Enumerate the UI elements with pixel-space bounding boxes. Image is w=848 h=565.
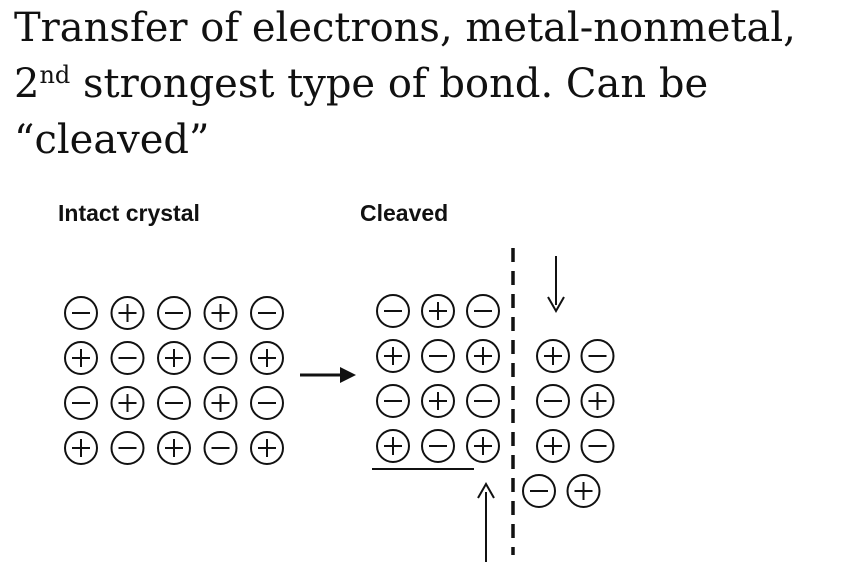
intact-crystal-label: Intact crystal xyxy=(58,200,200,226)
cleaved-right-grid xyxy=(522,339,615,508)
cation-ion xyxy=(466,339,500,373)
heading-line-1: Transfer of electrons, metal-nonmetal, xyxy=(14,5,796,51)
anion-ion xyxy=(536,384,570,418)
cation-ion xyxy=(536,429,570,463)
heading-line-3: “cleaved” xyxy=(14,117,210,163)
anion-ion xyxy=(522,474,556,508)
anion-ion xyxy=(203,341,238,375)
transform-arrow xyxy=(300,367,356,383)
cation-ion xyxy=(157,341,191,375)
top-force-arrow xyxy=(547,256,565,314)
cation-ion xyxy=(250,341,284,375)
anion-ion xyxy=(580,339,615,373)
anion-ion xyxy=(466,294,500,328)
cation-ion xyxy=(157,431,191,465)
cation-ion xyxy=(250,431,284,465)
cation-ion xyxy=(536,339,570,373)
cation-ion xyxy=(203,296,238,330)
cleaved-left-grid xyxy=(376,294,500,463)
slide-heading: Transfer of electrons, metal-nonmetal, 2… xyxy=(14,0,834,168)
cleaved-label: Cleaved xyxy=(360,200,448,226)
cation-ion xyxy=(110,296,145,330)
cation-ion xyxy=(421,294,455,328)
anion-ion xyxy=(64,386,98,420)
anion-ion xyxy=(64,296,98,330)
anion-ion xyxy=(376,384,410,418)
anion-ion xyxy=(110,341,145,375)
anion-ion xyxy=(203,431,238,465)
anion-ion xyxy=(466,384,500,418)
anion-ion xyxy=(110,431,145,465)
cation-ion xyxy=(376,339,410,373)
anion-ion xyxy=(376,294,410,328)
intact-crystal-grid xyxy=(64,296,284,465)
cation-ion xyxy=(64,431,98,465)
anion-ion xyxy=(250,296,284,330)
bottom-force-arrow xyxy=(477,481,495,562)
heading-line-2-text: strongest type of bond. Can be xyxy=(70,61,709,107)
cation-ion xyxy=(376,429,410,463)
cation-ion xyxy=(110,386,145,420)
cation-ion xyxy=(466,429,500,463)
cation-ion xyxy=(580,384,615,418)
anion-ion xyxy=(580,429,615,463)
cation-ion xyxy=(203,386,238,420)
heading-ordinal-suffix: nd xyxy=(39,61,71,89)
anion-ion xyxy=(157,386,191,420)
cation-ion xyxy=(566,474,601,508)
anion-ion xyxy=(421,429,455,463)
cation-ion xyxy=(64,341,98,375)
anion-ion xyxy=(421,339,455,373)
cation-ion xyxy=(421,384,455,418)
heading-ordinal-number: 2 xyxy=(14,61,40,107)
heading-line-2: 2nd strongest type of bond. Can be xyxy=(14,56,834,112)
anion-ion xyxy=(250,386,284,420)
anion-ion xyxy=(157,296,191,330)
